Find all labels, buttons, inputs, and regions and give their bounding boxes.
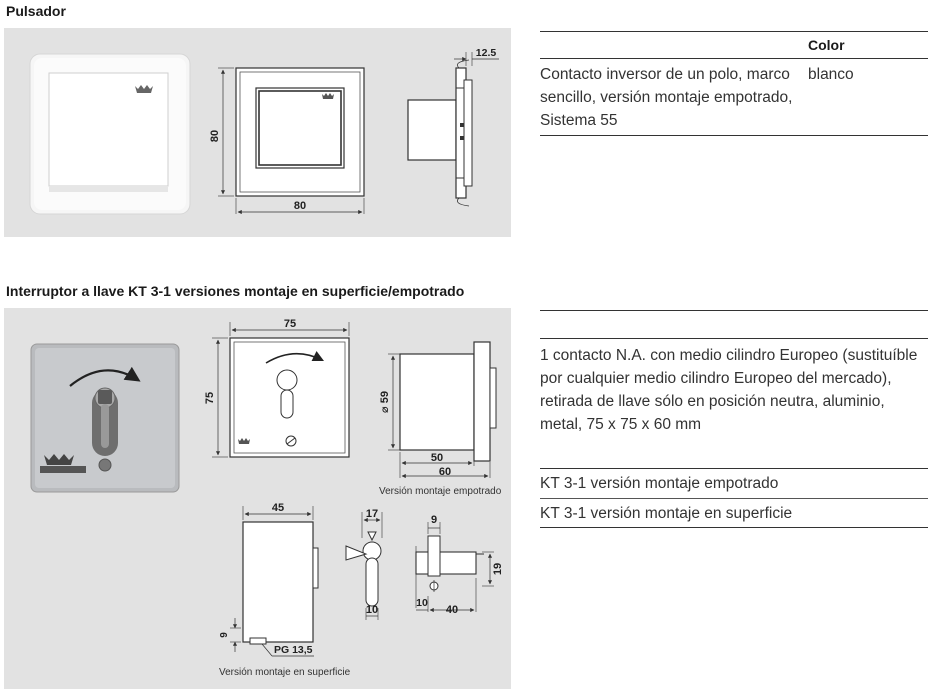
- interruptor-front-drawing: [212, 322, 350, 458]
- table2-header-rule: [540, 338, 928, 339]
- caption-flush: Versión montaje empotrado: [379, 486, 502, 497]
- table2-top-rule: [540, 310, 928, 311]
- row-surface-label: KT 3-1 versión montaje en superficie: [540, 505, 793, 522]
- interruptor-surface-drawing: [230, 506, 319, 657]
- interruptor-image-panel: 75 75 ⌀ 59 50 60 45 9 PG 13,5 17 10 9 19…: [4, 308, 511, 689]
- section-title-interruptor: Interruptor a llave KT 3-1 versiones mon…: [6, 283, 465, 299]
- pulsador-drawings: 80 80 12.5: [29, 47, 499, 215]
- pulsador-photo: [29, 53, 191, 215]
- dorma-logo-icon: [135, 85, 153, 93]
- table-top-rule: [540, 31, 928, 32]
- table-header-rule: [540, 58, 928, 59]
- interruptor-flush-side-drawing: [388, 341, 497, 479]
- dim-cylinder-side-top: 9: [431, 514, 437, 526]
- dim-pg: PG 13,5: [274, 644, 313, 656]
- table2-desc-rule: [540, 468, 928, 469]
- pulsador-front-drawing: [218, 67, 365, 215]
- interruptor-description: 1 contacto N.A. con medio cilindro Europ…: [540, 347, 918, 433]
- dim-surface-depth: 45: [272, 502, 284, 514]
- column-header-color: Color: [808, 37, 845, 53]
- interruptor-photo: [30, 343, 180, 493]
- section-title-pulsador: Pulsador: [6, 3, 66, 19]
- caption-surface: Versión montaje en superficie: [219, 667, 351, 678]
- dim-cylinder-side-height: 19: [492, 563, 504, 575]
- pulsador-description: Contacto inversor de un polo, marco senc…: [540, 66, 793, 129]
- dim-depth-inner: 50: [431, 452, 443, 464]
- dim-depth-outer: 60: [439, 466, 451, 478]
- dorma-logo-icon: [322, 93, 334, 99]
- dorma-logo-icon: [40, 454, 86, 473]
- dim-surface-base: 9: [219, 632, 230, 638]
- dim-pulsador-height: 80: [209, 130, 221, 142]
- dim-cylinder-width: 17: [366, 508, 378, 520]
- dim-cylinder-side-length: 40: [446, 604, 458, 616]
- dim-front-width: 75: [284, 318, 296, 330]
- dim-pulsador-width: 80: [294, 200, 306, 212]
- pulsador-color-value: blanco: [808, 66, 854, 83]
- dim-cylinder-bottom: 10: [366, 604, 378, 616]
- cylinder-side-drawing: [415, 522, 494, 613]
- table2-row-rule: [540, 498, 928, 499]
- key-cylinder-icon: [92, 387, 118, 456]
- rotate-arrow-icon: [69, 366, 141, 387]
- cylinder-front-drawing: [345, 512, 383, 620]
- dim-diameter: ⌀ 59: [379, 391, 391, 413]
- dorma-logo-icon: [238, 438, 250, 444]
- row-flush-label: KT 3-1 versión montaje empotrado: [540, 475, 779, 492]
- pulsador-side-drawing: [407, 52, 499, 207]
- dim-cylinder-side-left: 10: [416, 597, 428, 609]
- dim-front-height: 75: [204, 392, 216, 404]
- table2-bottom-rule: [540, 527, 928, 528]
- pulsador-image-panel: 80 80 12.5: [4, 28, 511, 237]
- dim-pulsador-depth: 12.5: [476, 47, 497, 59]
- interruptor-drawings: 75 75 ⌀ 59 50 60 45 9 PG 13,5 17 10 9 19…: [30, 318, 504, 657]
- table-bottom-rule: [540, 135, 928, 136]
